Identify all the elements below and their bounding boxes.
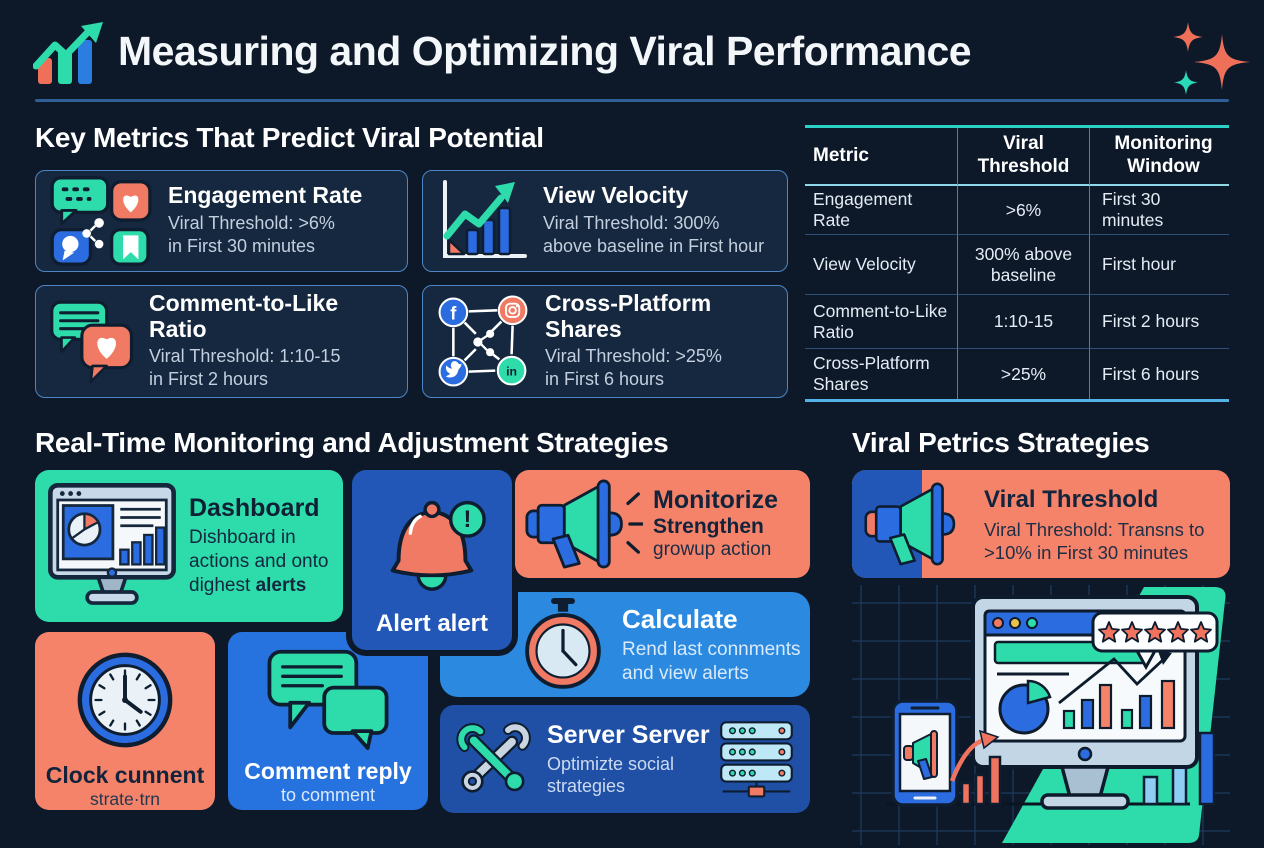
table-header-threshold: Viral Threshold [957,128,1089,186]
trend-arrow [1058,655,1167,705]
card-body: to comment [280,785,376,805]
metric-card-view-velocity: View Velocity Viral Threshold: 300% abov… [422,170,788,272]
comment-reply-icon [267,649,389,750]
card-title: Server Server [547,720,710,749]
card-title: Clock cunnent [45,762,205,788]
star-rating-tooltip [1091,611,1219,671]
sparkles-icon [1173,22,1250,95]
header-divider [35,99,1229,102]
alert-card: ! Alert alert [352,470,512,650]
metric-card-comment-to-like: Comment-to-Like Ratio Viral Threshold: 1… [35,285,408,398]
metric-subtitle: Viral Threshold: 300% above baseline in … [543,212,764,259]
subtitle-line: Viral Threshold: >25% [545,345,722,366]
metric-card-cross-platform: f in Cross-Platform Shares Viral Thresho… [422,285,788,398]
dashboard-card: Dashboard Dishboard in actions and onto … [35,470,343,622]
metric-subtitle: Viral Threshold: >6% in First 30 minutes [168,212,362,259]
table-cell: First hour [1089,234,1229,294]
key-metrics-heading: Key Metrics That Predict Viral Potential [35,122,544,153]
table-cell: Engagement Rate [813,189,913,230]
table-cell: >25% [957,348,1089,399]
monitoring-heading: Real-Time Monitoring and Adjustment Stra… [35,427,669,458]
card-body: Rend last connments and view alerts [622,638,801,684]
subtitle-line: Viral Threshold: 1:10-15 [149,345,341,366]
table-cell: First 6 hours [1089,348,1229,399]
card-title: Monitorize [653,486,778,515]
metrics-table: Metric Viral Threshold Monitoring Window… [805,125,1229,402]
stopwatch-icon [525,597,601,689]
table-cell: First 30 minutes [1089,186,1229,234]
server-card: Server Server Optimizte social strategie… [440,705,810,813]
table-cell: >6% [957,186,1089,234]
table-cell: 1:10-15 [957,294,1089,348]
table-cell: View Velocity [805,234,957,294]
facebook-glyph: f [450,302,457,323]
clock-icon [77,652,173,748]
table-cell: First 2 hours [1089,294,1229,348]
growth-chart-icon [443,180,527,258]
exclamation-glyph: ! [463,507,471,533]
metric-title: View Velocity [543,182,689,209]
metric-subtitle: Viral Threshold: 1:10-15 in First 2 hour… [149,345,399,392]
card-body: Dishboard in actions and onto dighest al… [189,526,337,597]
comment-reply-card: Comment reply to comment [228,632,428,810]
table-header-metric: Metric [805,128,957,186]
metric-subtitle: Viral Threshold: >25% in First 6 hours [545,345,775,392]
card-body: strate·trn [89,789,161,809]
subtitle-line: in First 2 hours [149,369,269,390]
growth-arrow [949,737,985,782]
server-stack-icon [720,721,793,798]
social-network-icon: f in [438,295,528,386]
linkedin-glyph: in [506,364,517,378]
engagement-bubbles-icon [50,176,152,266]
megaphone-icon [864,482,956,566]
subtitle-line: Viral Threshold: >6% [168,212,335,233]
body-bold-text: alerts [255,574,307,596]
subtitle-line: Viral Threshold: 300% [543,212,720,233]
metric-card-engagement-rate: Engagement Rate Viral Threshold: >6% in … [35,170,408,272]
card-title: Dashboard [189,493,320,522]
card-title: Comment reply [244,758,412,784]
metric-title: Comment-to-Like Ratio [149,290,339,342]
wrench-tools-icon [456,722,531,793]
clock-card: Clock cunnent strate·trn [35,632,215,810]
phone-megaphone-icon [903,730,938,780]
subtitle-line: above baseline in First hour [543,236,765,257]
viral-strategies-heading: Viral Petrics Strategies [852,427,1150,458]
card-title: Calculate [622,603,738,634]
alert-bell-icon: ! [390,500,486,591]
card-body: growup action [653,538,772,560]
subtitle-line: in First 6 hours [545,369,665,390]
table-header-window: Monitoring Window [1089,128,1229,186]
card-title: Viral Threshold [984,486,1159,513]
table-cell: Comment-to-Like Ratio [805,294,957,348]
metric-title: Engagement Rate [168,182,363,209]
bar-chart [1062,679,1176,730]
body-text: Dishboard in actions and onto dighest [189,527,329,596]
analytics-illustration [852,585,1230,845]
table-cell: 300% above baseline [957,234,1089,294]
card-subtitle: Strengthen [653,514,764,538]
table-cell: Cross-Platform Shares [805,348,957,399]
page-title: Measuring and Optimizing Viral Performan… [118,28,972,74]
growth-chart-icon [33,22,103,84]
card-body: Optimizte social strategies [547,753,675,797]
card-title: Alert alert [375,610,489,637]
comment-like-bubbles-icon [50,300,134,383]
subtitle-line: in First 30 minutes [168,236,316,257]
card-body: Viral Threshold: Transns to >10% in Firs… [984,519,1205,564]
dashboard-monitor-icon [48,482,176,605]
monitorize-card: Monitorize Strengthen growup action [515,470,810,578]
viral-threshold-card: Viral Threshold Viral Threshold: Transns… [852,470,1230,578]
metric-title: Cross-Platform Shares [545,290,712,342]
megaphone-icon [525,479,643,569]
